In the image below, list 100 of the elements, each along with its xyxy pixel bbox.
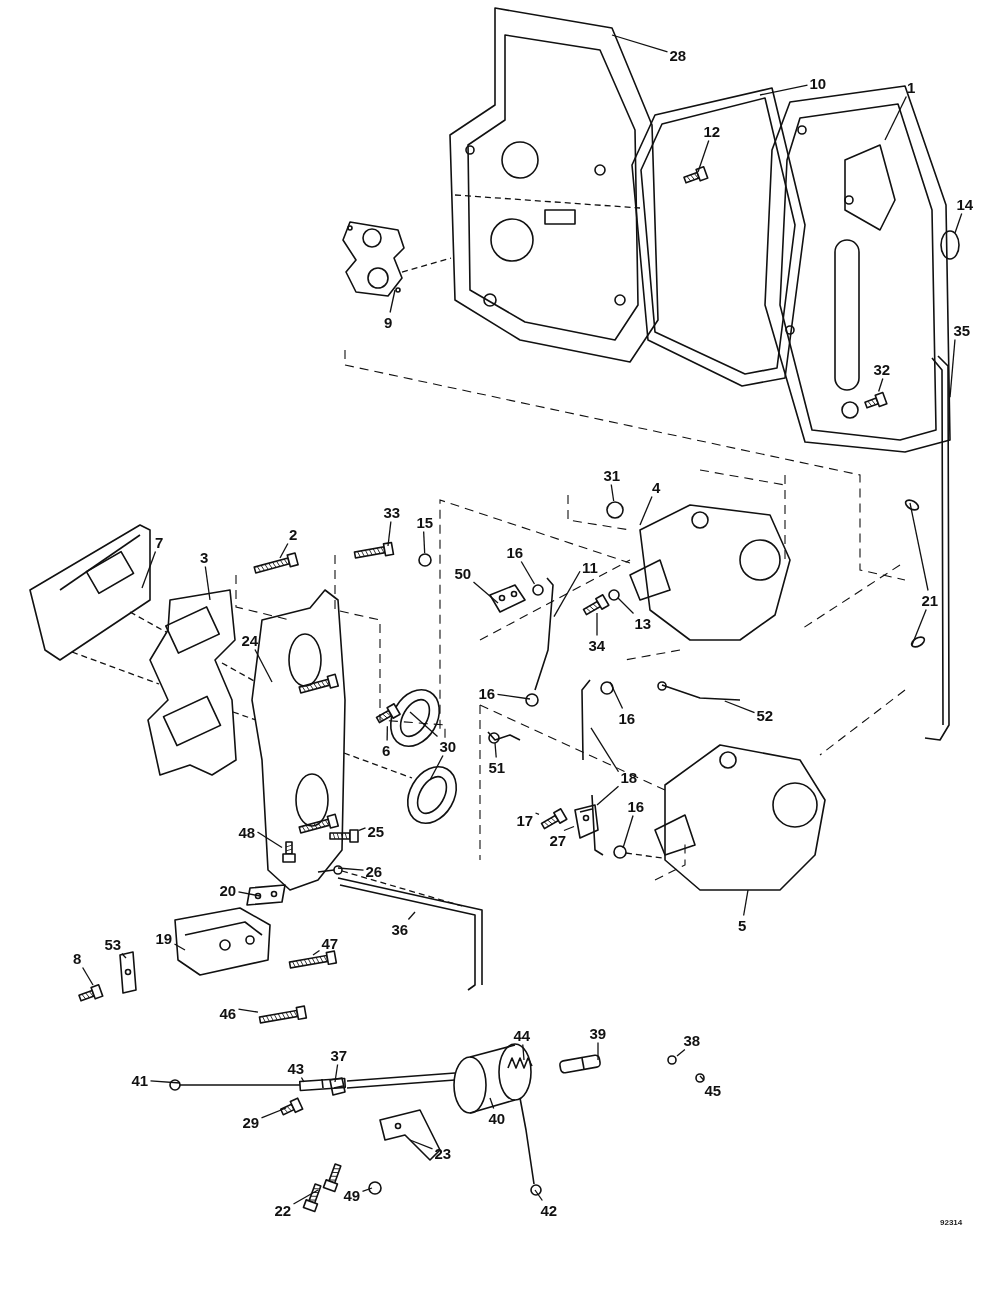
callout-number: 28 xyxy=(668,46,688,64)
callout-number: 48 xyxy=(237,823,257,841)
leader-line xyxy=(617,597,635,615)
housing xyxy=(449,7,659,363)
leader-line xyxy=(639,495,653,526)
bolt xyxy=(258,1005,308,1024)
leader-line xyxy=(597,1041,599,1061)
bolt xyxy=(288,950,338,969)
callout-number: 15 xyxy=(415,513,435,531)
callout-number: 26 xyxy=(364,862,384,880)
leader-line xyxy=(622,814,634,849)
fitting xyxy=(317,865,343,875)
leader-line xyxy=(121,952,127,959)
leader-line xyxy=(522,1043,525,1061)
callout-number: 18 xyxy=(619,768,639,786)
leader-line xyxy=(534,812,540,815)
spring xyxy=(667,1055,677,1065)
leader-line xyxy=(697,139,710,173)
screw xyxy=(582,594,610,616)
washer xyxy=(695,1073,705,1083)
callout-number: 16 xyxy=(617,709,637,727)
leader-line xyxy=(496,693,531,700)
leader-line xyxy=(494,742,497,759)
callout-number: 36 xyxy=(390,920,410,938)
plug xyxy=(940,230,960,260)
callout-number: 35 xyxy=(952,321,972,339)
alignment-line xyxy=(343,752,413,779)
callout-number: 52 xyxy=(755,706,775,724)
callout-number: 43 xyxy=(286,1059,306,1077)
callout-number: 41 xyxy=(130,1071,150,1089)
alignment-line xyxy=(129,611,167,633)
leader-line xyxy=(149,1080,181,1084)
drawing-number: 92314 xyxy=(940,1218,963,1227)
callout-number: 12 xyxy=(702,122,722,140)
callout-number: 32 xyxy=(872,360,892,378)
hose-clip xyxy=(910,636,926,648)
callout-number: 9 xyxy=(383,313,394,331)
alignment-line xyxy=(232,711,257,721)
callout-number: 45 xyxy=(703,1081,723,1099)
leader-line xyxy=(610,483,615,502)
leader-line xyxy=(387,520,392,547)
leader-line xyxy=(361,1187,373,1192)
leader-line xyxy=(334,1063,339,1083)
callout-number: 30 xyxy=(438,737,458,755)
leader-line xyxy=(386,725,388,742)
plate xyxy=(246,884,286,906)
alignment-line xyxy=(625,852,663,859)
leader-line xyxy=(553,570,581,618)
callout-number: 23 xyxy=(433,1144,453,1162)
screw-pair xyxy=(302,1163,342,1213)
callout-number: 49 xyxy=(342,1186,362,1204)
callout-number: 33 xyxy=(382,503,402,521)
gasket xyxy=(631,87,806,387)
leader-line xyxy=(423,530,426,554)
screw xyxy=(375,703,401,724)
reed-block xyxy=(29,524,151,661)
leader-line xyxy=(563,825,575,832)
leader-line xyxy=(611,34,669,53)
hose xyxy=(337,877,483,991)
leader-line xyxy=(724,700,756,714)
callout-number: 8 xyxy=(72,949,83,967)
leader-line xyxy=(407,911,416,921)
solenoid xyxy=(346,1043,532,1114)
leader-line xyxy=(256,831,283,849)
callout-number: 29 xyxy=(241,1113,261,1131)
leader-line xyxy=(141,550,157,589)
washer xyxy=(608,589,620,601)
callout-number: 31 xyxy=(602,466,622,484)
nut xyxy=(606,501,624,519)
alignment-line xyxy=(454,194,641,209)
leader-line xyxy=(520,560,536,585)
alignment-line xyxy=(341,870,463,907)
screw xyxy=(78,984,104,1002)
nut xyxy=(525,693,539,707)
callout-number: 13 xyxy=(633,614,653,632)
ring-terminal xyxy=(519,1097,542,1196)
leader-line xyxy=(596,785,620,806)
leader-line xyxy=(911,608,927,646)
carburetor xyxy=(654,744,826,891)
callout-number: 21 xyxy=(920,591,940,609)
screw xyxy=(540,808,568,830)
callout-number: 50 xyxy=(453,564,473,582)
leader-line xyxy=(759,84,809,96)
rod xyxy=(591,794,604,856)
leader-line xyxy=(884,95,907,141)
leader-line xyxy=(204,565,211,601)
callout-number: 4 xyxy=(651,478,662,496)
leader-line xyxy=(429,754,444,781)
leader-line xyxy=(389,289,396,314)
screw xyxy=(353,541,395,559)
leader-line xyxy=(358,827,367,832)
link-rod xyxy=(657,681,741,701)
callout-number: 16 xyxy=(477,684,497,702)
leader-line xyxy=(743,889,749,917)
leader-line xyxy=(596,612,598,637)
gasket xyxy=(406,766,458,824)
plunger xyxy=(558,1053,602,1075)
clamp xyxy=(574,804,599,839)
nut xyxy=(600,681,614,695)
leader-line xyxy=(409,1139,434,1150)
